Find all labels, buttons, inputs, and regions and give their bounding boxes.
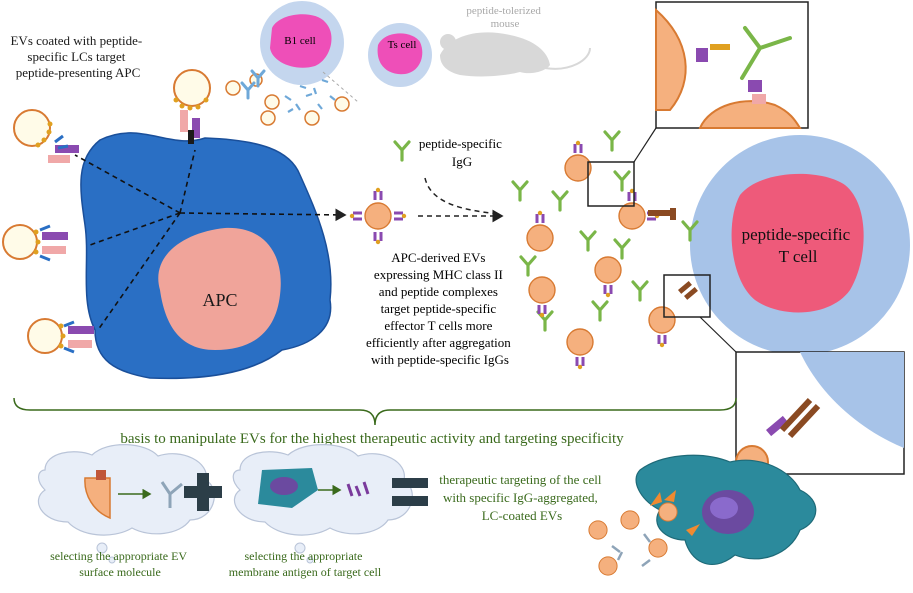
igg-label: peptide-specific IgG <box>419 136 505 169</box>
igg-antibody-icon <box>393 140 411 162</box>
apc-nucleus <box>158 227 281 350</box>
inset-tcr-contact <box>735 351 905 479</box>
b1-cell-label: B1 cell <box>284 35 315 47</box>
cloud-membrane-antigen <box>232 444 413 564</box>
zoom-connector-bottom <box>699 316 737 353</box>
therapeutic-text: therapeutic targeting of the cell with s… <box>439 472 604 523</box>
b1-cell <box>260 1 344 85</box>
apc-derived-text: APC-derived EVs expressing MHC class II … <box>366 250 514 367</box>
zoom-box-cluster <box>587 161 635 207</box>
zoom-box-tcell <box>663 274 711 318</box>
cluster-mhcs <box>535 139 667 371</box>
select-antigen-text: selecting the appropriate membrane antig… <box>229 549 382 579</box>
lc-ev-left1 <box>13 109 79 163</box>
tcr-receptors <box>648 208 698 300</box>
evs-coated-text: EVs coated with peptide- specific LCs ta… <box>10 33 145 80</box>
equals-sign-icon <box>392 478 428 506</box>
lc-antibodies <box>39 134 75 354</box>
target-cell <box>635 454 817 566</box>
lc-ev-left2 <box>2 224 68 260</box>
zoom-connector-top <box>633 127 657 163</box>
ev-surface-dots <box>33 97 209 349</box>
mouse-label: peptide-tolerized mouse <box>466 5 543 30</box>
basis-text: basis to manipulate EVs for the highest … <box>120 431 624 447</box>
scattered-antibodies <box>284 78 336 113</box>
plus-sign-icon <box>184 473 222 511</box>
lc-ev-top <box>173 69 211 144</box>
t-cell-label: peptide-specific T cell <box>742 225 855 266</box>
lc-ev-left3 <box>27 318 94 354</box>
apc-dashed-lines <box>74 149 347 331</box>
apc-derived-ev <box>364 202 392 230</box>
apc-label: APC <box>202 290 237 310</box>
summary-bracket <box>13 397 737 426</box>
igg-arrow <box>424 177 501 215</box>
ts-cell-label: Ts cell <box>388 39 417 51</box>
t-cell <box>690 135 910 355</box>
mouse-connector <box>322 71 359 103</box>
mouse-silhouette-icon <box>440 32 591 77</box>
select-ev-text: selecting the appropriate EV surface mol… <box>50 549 190 579</box>
apc-cell <box>80 132 332 380</box>
ts-cell <box>368 23 432 87</box>
inset-igg-bridge <box>655 1 809 129</box>
cloud-ev-surface <box>37 444 215 564</box>
targeting-evs <box>588 490 700 576</box>
ev-cluster <box>511 130 699 371</box>
